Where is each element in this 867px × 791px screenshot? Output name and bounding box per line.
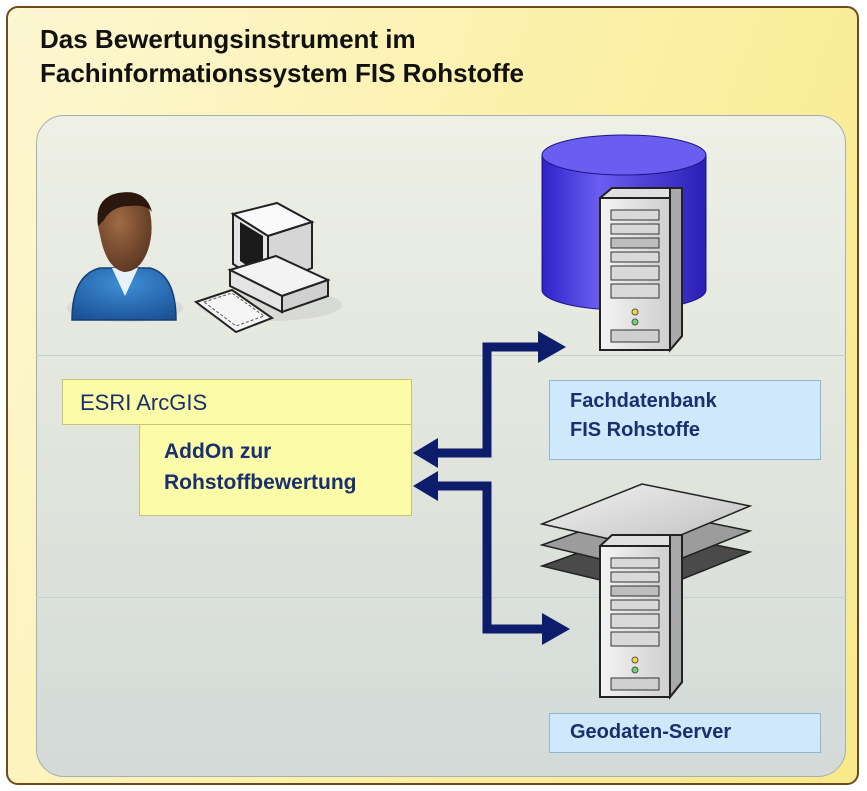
addon-label-line-1: AddOn zur bbox=[164, 440, 272, 463]
computer-icon bbox=[193, 201, 342, 334]
title-line-2: Fachinformationssystem FIS Rohstoffe bbox=[40, 58, 524, 88]
arcgis-label-box: ESRI ArcGIS bbox=[62, 379, 412, 425]
panel-divider-bottom bbox=[36, 597, 846, 598]
geodata-server-icon bbox=[599, 534, 683, 700]
database-server-icon bbox=[599, 187, 683, 353]
title-line-1: Das Bewertungsinstrument im bbox=[40, 24, 416, 54]
geoserver-label-box: Geodaten-Server bbox=[549, 713, 821, 753]
user-icon bbox=[67, 192, 183, 322]
database-label-line-2: FIS Rohstoffe bbox=[570, 419, 700, 441]
page-title: Das Bewertungsinstrument im Fachinformat… bbox=[40, 22, 524, 90]
addon-label-line-2: Rohstoffbewertung bbox=[164, 471, 357, 494]
addon-label-box: AddOn zur Rohstoffbewertung bbox=[139, 424, 412, 516]
database-label-line-1: Fachdatenbank bbox=[570, 390, 717, 412]
geoserver-label: Geodaten-Server bbox=[570, 721, 732, 743]
arrow-to-database bbox=[413, 331, 566, 468]
panel-divider-top bbox=[36, 355, 846, 356]
arcgis-label: ESRI ArcGIS bbox=[80, 390, 208, 415]
arrow-to-geoserver bbox=[413, 471, 570, 645]
database-label-box: Fachdatenbank FIS Rohstoffe bbox=[549, 380, 821, 460]
